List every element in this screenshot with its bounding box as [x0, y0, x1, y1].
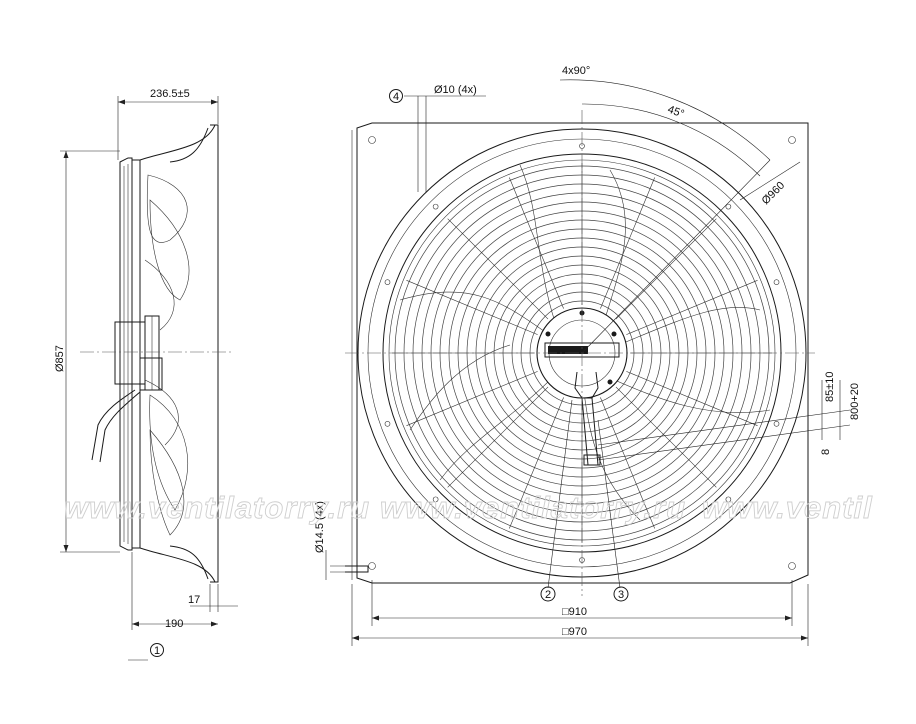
- guard-spoke: [447, 386, 549, 488]
- guard-spoke: [406, 280, 538, 335]
- guard-spoke: [626, 371, 758, 426]
- ring-bolt: [773, 279, 780, 286]
- dim-cable-b: 800+20: [849, 383, 861, 420]
- guard-spoke: [615, 386, 717, 488]
- dim-bolt-square: □910: [562, 606, 587, 618]
- dim-cable-c: 8: [820, 449, 832, 455]
- dim-outer-square: □970: [562, 626, 587, 638]
- dim-side-offset: 17: [188, 594, 200, 606]
- guard-spoke: [600, 177, 655, 309]
- guard-spoke: [447, 218, 549, 320]
- dim-side-width: 236.5±5: [150, 88, 190, 100]
- dim-slot-diameter: Ø14.5 (4x): [314, 501, 326, 553]
- watermark-middle: www.ventilatorry.ru: [380, 490, 686, 525]
- dim-ring-diameter: Ø960: [760, 180, 788, 208]
- callout-2: 2: [545, 589, 551, 601]
- ring-bolt: [432, 203, 439, 210]
- ring-bolt: [384, 279, 391, 286]
- callout-1: 1: [154, 645, 160, 657]
- ring-bolt: [432, 496, 439, 503]
- dim-angle: 45°: [666, 104, 686, 121]
- side-view: 236.5±5 Ø857 17 190 1: [54, 88, 238, 661]
- watermark-right: www.ventil: [702, 490, 873, 525]
- ring-bolt: [773, 420, 780, 427]
- ring-bolt: [384, 420, 391, 427]
- watermark: www.ventilatorry.ru www.ventilatorry.ru …: [64, 490, 873, 526]
- dim-hole-diameter: Ø10 (4x): [434, 84, 477, 96]
- guard-spoke: [406, 371, 538, 426]
- guard-spoke: [626, 280, 758, 335]
- dim-cable-a: 85±10: [824, 371, 836, 402]
- front-view: 4 Ø10 (4x) 4x90° 45° Ø960 Ø14.5 (4x) 85±…: [314, 65, 861, 646]
- callout-3: 3: [618, 589, 624, 601]
- dim-side-diameter: Ø857: [54, 345, 66, 372]
- dim-side-base: 190: [165, 618, 183, 630]
- dim-angle-pattern: 4x90°: [562, 65, 590, 77]
- guard-spoke: [509, 397, 564, 529]
- ring-bolt: [725, 203, 732, 210]
- guard-spoke: [509, 177, 564, 309]
- guard-spoke: [615, 218, 717, 320]
- guard-spoke: [600, 397, 655, 529]
- watermark-left: www.ventilatorry.ru: [64, 490, 370, 525]
- ring-bolt: [725, 496, 732, 503]
- callout-4: 4: [393, 91, 399, 103]
